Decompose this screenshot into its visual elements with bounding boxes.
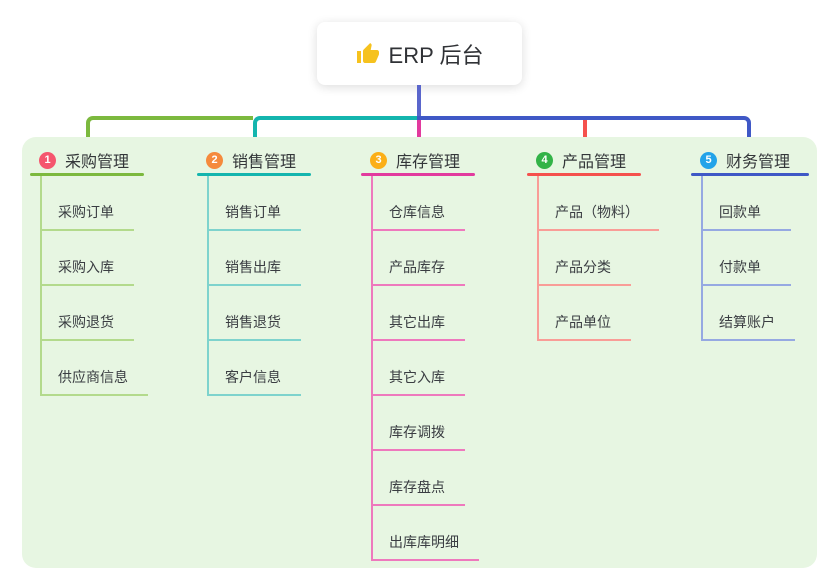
child-node[interactable]: 销售出库 (207, 256, 301, 286)
child-node[interactable]: 销售退货 (207, 311, 301, 341)
branch-underline-5 (691, 173, 809, 176)
branch-badge-2: 2 (206, 151, 223, 169)
branch-label: 财务管理 (726, 154, 791, 171)
branch-node-5[interactable]: 5 财务管理 (700, 148, 790, 172)
root-title: ERP 后台 (388, 42, 484, 68)
root-node[interactable]: ERP 后台 (317, 22, 522, 85)
child-node[interactable]: 付款单 (701, 256, 791, 286)
branch-label: 销售管理 (232, 154, 297, 171)
child-node[interactable]: 客户信息 (207, 366, 301, 396)
child-node[interactable]: 结算账户 (701, 311, 795, 341)
branch-badge-3: 3 (370, 151, 387, 169)
connector-branch-1 (86, 116, 253, 148)
branch-underline-2 (197, 173, 311, 176)
child-node[interactable]: 采购退货 (40, 311, 134, 341)
branch-badge-1: 1 (39, 151, 56, 169)
branch-node-1[interactable]: 1 采购管理 (39, 148, 129, 172)
child-node[interactable]: 回款单 (701, 201, 791, 231)
branch-label: 采购管理 (65, 154, 130, 171)
child-node[interactable]: 供应商信息 (40, 366, 148, 396)
root-connector-line (417, 85, 421, 118)
connector-branch-3 (417, 120, 421, 148)
branch-label: 产品管理 (562, 154, 627, 171)
branch-node-2[interactable]: 2 销售管理 (206, 148, 296, 172)
thumbs-up-icon (356, 42, 380, 66)
child-node[interactable]: 库存盘点 (371, 476, 465, 506)
child-node[interactable]: 其它入库 (371, 366, 465, 396)
branch-tree-line-1 (40, 176, 42, 396)
child-node[interactable]: 产品分类 (537, 256, 631, 286)
child-node[interactable]: 库存调拨 (371, 421, 465, 451)
branch-tree-line-5 (701, 176, 703, 341)
connector-branch-5 (417, 116, 751, 148)
branch-tree-line-3 (371, 176, 373, 561)
child-node[interactable]: 产品（物料） (537, 201, 659, 231)
child-node[interactable]: 采购订单 (40, 201, 134, 231)
branch-label: 库存管理 (396, 154, 461, 171)
connector-branch-4 (583, 120, 587, 148)
child-node[interactable]: 采购入库 (40, 256, 134, 286)
branches-panel (22, 137, 817, 568)
branch-underline-1 (30, 173, 144, 176)
branch-badge-5: 5 (700, 151, 717, 169)
branch-underline-4 (527, 173, 641, 176)
child-node[interactable]: 仓库信息 (371, 201, 465, 231)
branch-node-3[interactable]: 3 库存管理 (370, 148, 460, 172)
child-node[interactable]: 销售订单 (207, 201, 301, 231)
child-node[interactable]: 产品库存 (371, 256, 465, 286)
connector-branch-2 (253, 116, 417, 148)
child-node[interactable]: 产品单位 (537, 311, 631, 341)
branch-tree-line-2 (207, 176, 209, 396)
branch-node-4[interactable]: 4 产品管理 (536, 148, 626, 172)
child-node[interactable]: 其它出库 (371, 311, 465, 341)
branch-badge-4: 4 (536, 151, 553, 169)
branch-underline-3 (361, 173, 475, 176)
branch-tree-line-4 (537, 176, 539, 341)
child-node[interactable]: 出库库明细 (371, 531, 479, 561)
